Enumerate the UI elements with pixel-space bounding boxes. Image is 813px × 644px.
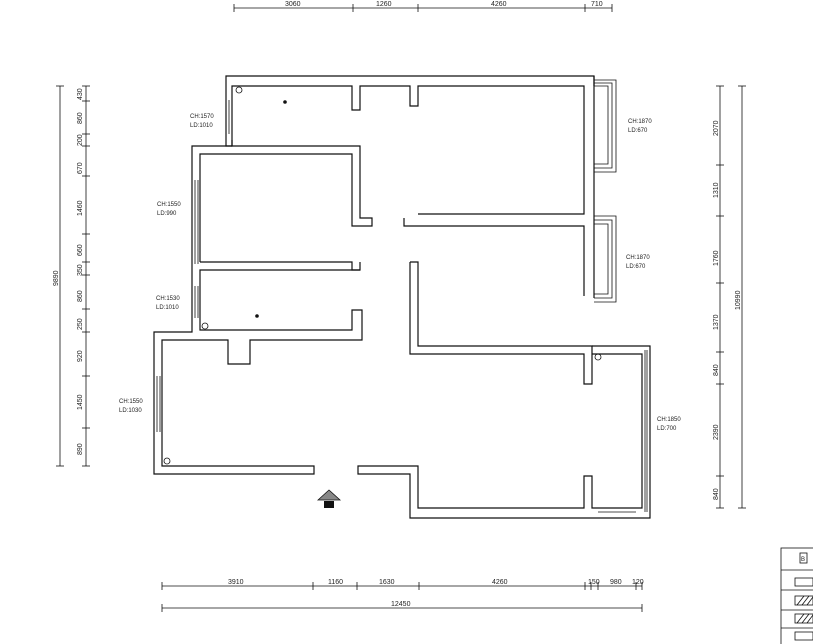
window-note-ld: LD:670 — [626, 264, 646, 270]
right-dim-3: 1760 — [713, 250, 720, 266]
window-note-ch: CH:1550 — [157, 202, 181, 208]
window-note-ch: CH:1550 — [119, 399, 143, 405]
top-dim-2: 1260 — [376, 1, 392, 8]
left-dim-11: 1450 — [77, 394, 84, 410]
legend: B — [780, 547, 813, 644]
window-notes: CH:1570 LD:1010 CH:1550 LD:990 CH:1530 L… — [119, 114, 681, 432]
bottom-dim-3: 1630 — [379, 579, 395, 586]
left-dim-8: 860 — [77, 290, 84, 302]
bottom-dim-2: 1160 — [328, 579, 343, 586]
left-dim-10: 920 — [77, 350, 84, 362]
left-dim-5: 1460 — [77, 200, 84, 216]
top-dim-4: 710 — [591, 1, 603, 8]
left-dim-7: 350 — [77, 264, 84, 276]
window-note-ch: CH:1530 — [156, 296, 180, 302]
window-note-ld: LD:1010 — [156, 305, 179, 311]
window-right-lower — [598, 350, 648, 513]
left-dim-6: 660 — [77, 244, 84, 256]
right-total-dim: 10990 — [735, 290, 742, 310]
drain-icon — [594, 353, 602, 361]
left-dim-12: 890 — [77, 443, 84, 455]
left-dimension-line: 430 860 200 670 1460 660 350 860 250 920… — [53, 85, 90, 467]
left-dim-2: 860 — [77, 112, 84, 124]
entrance-arrow-icon — [316, 489, 342, 508]
bottom-dimension-line: 3910 1160 1630 4260 150 980 120 12450 — [161, 579, 644, 612]
top-dim-1: 3060 — [285, 1, 301, 8]
top-dim-3: 4260 — [491, 1, 507, 8]
fixtures — [163, 86, 602, 465]
window-note-ld: LD:670 — [628, 128, 648, 134]
left-total-dim: 9890 — [53, 270, 60, 286]
window-right-middle — [594, 215, 617, 303]
bottom-dim-4: 4260 — [492, 579, 508, 586]
window-note-ch: CH:1870 — [628, 119, 652, 125]
legend-hatch-icon — [794, 613, 813, 624]
drain-icon — [163, 457, 171, 465]
window-note-ch: CH:1850 — [657, 417, 681, 423]
window-note-ld: LD:990 — [157, 211, 177, 217]
drain-icon — [235, 86, 243, 94]
right-dim-4: 1370 — [713, 314, 720, 330]
right-dimension-line: 2070 1310 1760 1370 840 2390 840 10990 — [713, 85, 746, 509]
drain-icon — [201, 322, 209, 330]
bottom-total-dim: 12450 — [391, 601, 411, 608]
left-dim-4: 670 — [77, 162, 84, 174]
drain-icon — [283, 100, 287, 104]
bottom-dim-5: 150 — [588, 579, 600, 586]
window-note-ch: CH:1570 — [190, 114, 214, 120]
walls — [153, 75, 651, 519]
window-left-small-room — [191, 286, 199, 318]
bottom-dim-1: 3910 — [228, 579, 244, 586]
window-left-living — [153, 376, 161, 432]
left-dim-3: 200 — [77, 134, 84, 146]
window-note-ld: LD:1010 — [190, 123, 213, 129]
bottom-dim-6: 980 — [610, 579, 622, 586]
right-dim-6: 2390 — [713, 424, 720, 440]
window-note-ld: LD:1030 — [119, 408, 142, 414]
window-left-bedroom — [191, 180, 199, 264]
left-dim-9: 250 — [77, 318, 84, 330]
right-dim-2: 1310 — [713, 182, 720, 198]
window-right-upper — [594, 79, 617, 173]
legend-hatch-icon — [794, 595, 813, 606]
legend-symbol-label: B — [801, 557, 805, 563]
window-top-left — [225, 100, 233, 134]
right-dim-7: 840 — [713, 488, 720, 500]
right-dim-1: 2070 — [713, 120, 720, 136]
right-dim-5: 840 — [713, 364, 720, 376]
bottom-dim-7: 120 — [632, 579, 644, 586]
drain-icon — [255, 314, 259, 318]
windows — [153, 79, 648, 513]
window-note-ld: LD:700 — [657, 426, 677, 432]
left-dim-1: 430 — [77, 88, 84, 100]
top-dimension-line: 3060 1260 4260 710 — [233, 1, 613, 12]
window-note-ch: CH:1870 — [626, 255, 650, 261]
